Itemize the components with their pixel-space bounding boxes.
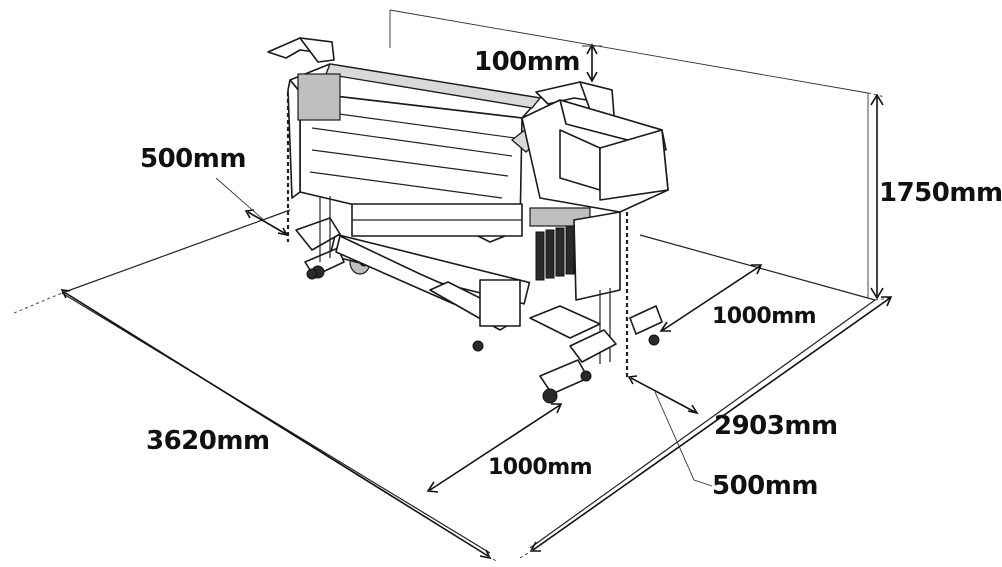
top-clearance-label: 100mm — [474, 47, 580, 77]
front-clearance-label: 1000mm — [488, 455, 592, 480]
left-clearance-dims — [215, 92, 290, 242]
right-clearance-label: 500mm — [712, 471, 818, 501]
left-clearance-label: 500mm — [140, 144, 246, 174]
back-wall — [389, 9, 886, 298]
right-clearance-dims — [625, 212, 713, 487]
total-width-label: 3620mm — [146, 426, 270, 456]
rear-clearance-dims — [659, 264, 763, 332]
ink-cartridges — [529, 207, 591, 281]
top-clearance-arrow — [582, 43, 602, 83]
height-dimension — [870, 93, 884, 300]
rear-clearance-label: 1000mm — [712, 304, 816, 329]
total-depth-dims — [519, 296, 893, 559]
printer-illustration — [267, 37, 669, 404]
total-depth-label: 2903mm — [714, 411, 838, 441]
total-width-dims — [60, 289, 499, 563]
floor-area — [13, 209, 891, 554]
front-clearance-dims — [426, 403, 563, 493]
height-label: 1750mm — [879, 178, 1002, 208]
